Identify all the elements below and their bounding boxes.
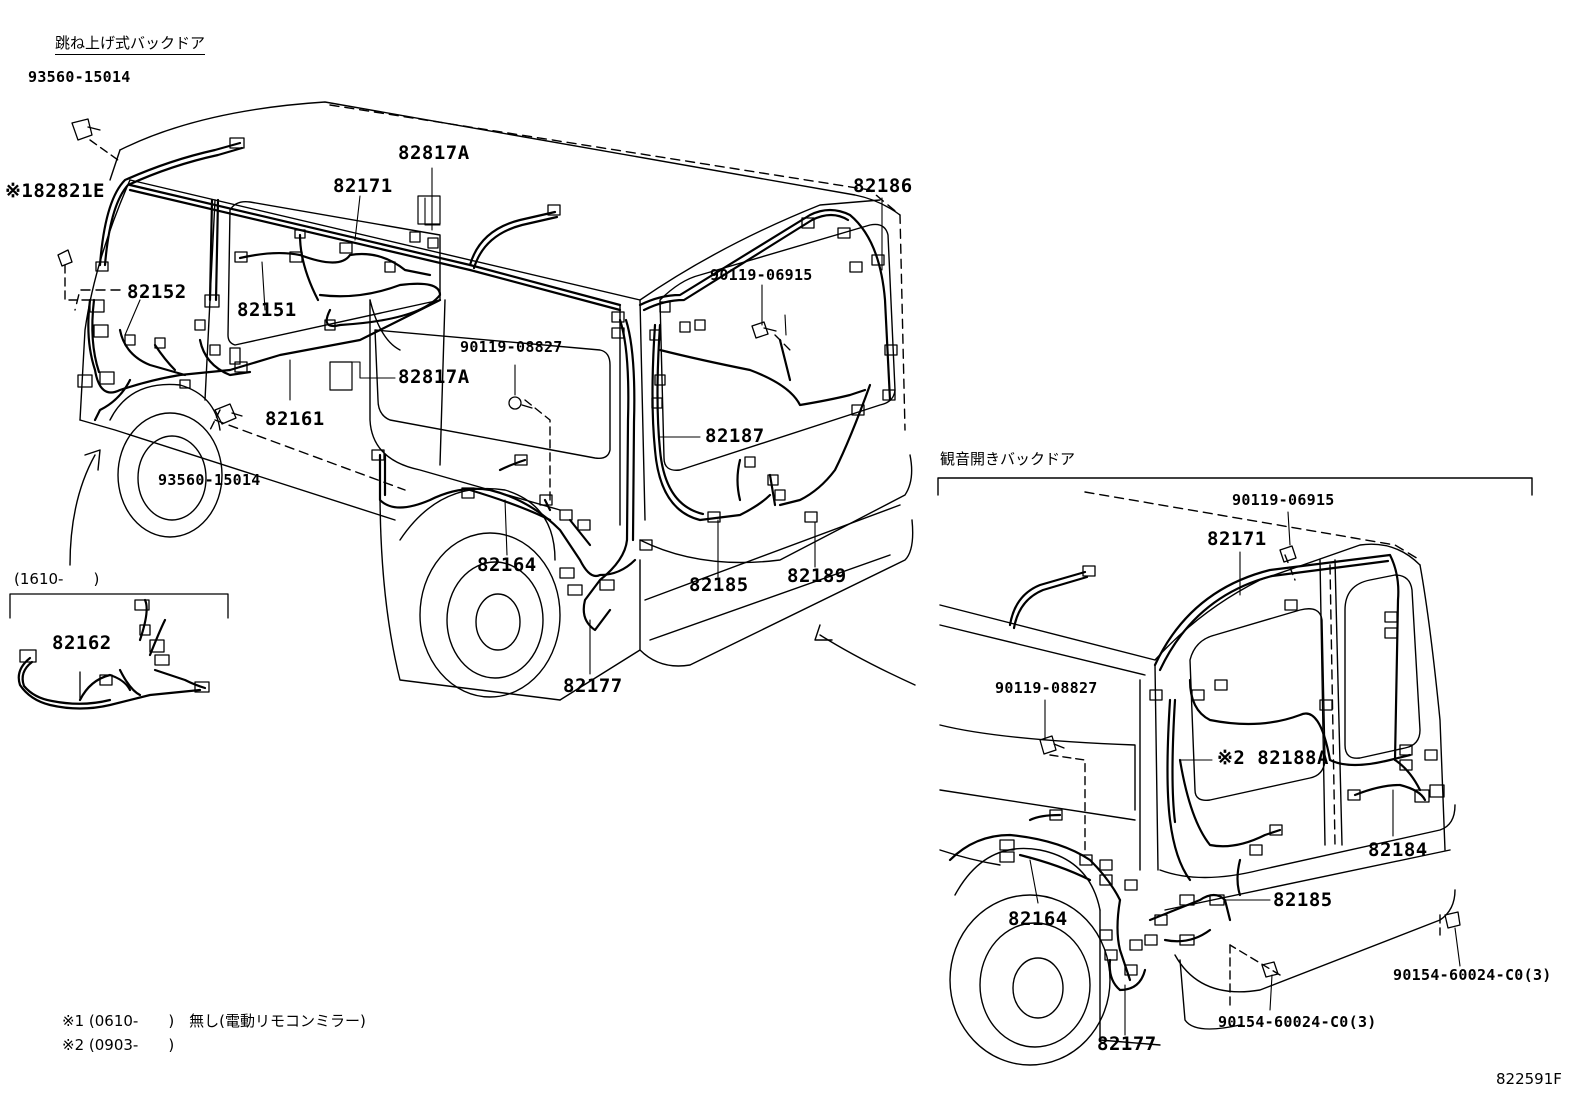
label-part-82821e: ※182821E bbox=[5, 180, 105, 202]
inset-leader-lines bbox=[1029, 511, 1461, 1036]
label-part-82185-main: 82185 bbox=[689, 574, 749, 596]
inset-82162 bbox=[9, 593, 229, 710]
label-part-90154-bottom: 90154-60024-C0(3) bbox=[1218, 1013, 1377, 1031]
label-part-90119-08827-main: 90119-08827 bbox=[460, 338, 563, 356]
label-part-82186: 82186 bbox=[853, 175, 913, 197]
label-part-82817a-top bbox=[417, 195, 441, 225]
label-part-82171-main: 82171 bbox=[333, 175, 393, 197]
label-part-82185-inset: 82185 bbox=[1273, 889, 1333, 911]
label-part-93560-15014-bottom: 93560-15014 bbox=[158, 471, 261, 489]
footnote-2: ※2 (0903- ) bbox=[62, 1036, 175, 1054]
label-part-82188a: ※2 82188A bbox=[1217, 747, 1329, 769]
label-part-82161: 82161 bbox=[265, 408, 325, 430]
header-range: (1610- ) bbox=[14, 570, 100, 588]
label-part-90119-06915-inset: 90119-06915 bbox=[1232, 491, 1335, 509]
label-part-82152: 82152 bbox=[127, 281, 187, 303]
label-part-82177-inset: 82177 bbox=[1097, 1033, 1157, 1055]
label-part-82162: 82162 bbox=[52, 632, 112, 654]
inset-barn-door bbox=[937, 477, 1533, 1066]
drawing-code: 822591F bbox=[1496, 1070, 1562, 1088]
label-part-82151: 82151 bbox=[237, 299, 297, 321]
label-part-82189: 82189 bbox=[787, 565, 847, 587]
label-part-90154-right: 90154-60024-C0(3) bbox=[1393, 966, 1552, 984]
main-wire-harnesses bbox=[87, 141, 892, 632]
inset-connectors bbox=[999, 565, 1445, 976]
label-part-82817a-mid bbox=[329, 361, 353, 391]
label-part-90119-06915-main: 90119-06915 bbox=[710, 266, 813, 284]
label-part-82164-inset: 82164 bbox=[1008, 908, 1068, 930]
inset-fasteners bbox=[1039, 545, 1461, 978]
label-part-82817a-top-text: 82817A bbox=[398, 142, 470, 164]
main-leader-lines bbox=[124, 167, 883, 675]
label-part-82184: 82184 bbox=[1368, 839, 1428, 861]
label-part-82171-inset: 82171 bbox=[1207, 528, 1267, 550]
label-part-90119-08827-inset: 90119-08827 bbox=[995, 679, 1098, 697]
arrow-right bbox=[814, 624, 916, 686]
label-part-93560-15014-top: 93560-15014 bbox=[28, 68, 131, 86]
arrow-left bbox=[69, 449, 101, 566]
label-part-82177-main: 82177 bbox=[563, 675, 623, 697]
header-barn-door: 観音開きバックドア bbox=[940, 450, 1076, 468]
label-part-82817a-mid-text: 82817A bbox=[398, 366, 470, 388]
label-part-82164-main: 82164 bbox=[477, 554, 537, 576]
inset-wire-harnesses bbox=[948, 553, 1427, 992]
header-liftgate: 跳ね上げ式バックドア bbox=[55, 36, 206, 55]
main-van-body bbox=[64, 101, 914, 701]
main-connectors bbox=[77, 137, 898, 596]
main-fasteners bbox=[57, 118, 777, 425]
footnote-1: ※1 (0610- ) 無し(電動リモコンミラー) bbox=[62, 1012, 366, 1030]
label-part-82187: 82187 bbox=[705, 425, 765, 447]
